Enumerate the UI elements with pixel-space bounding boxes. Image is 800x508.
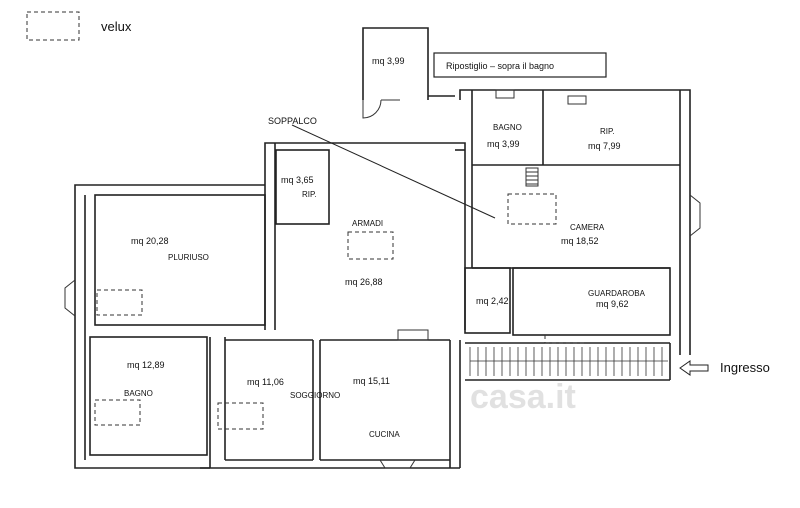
ingresso-arrow-icon — [679, 360, 709, 376]
cucina-name: CUCINA — [369, 430, 400, 439]
small-room-area: mq 2,42 — [476, 296, 509, 306]
entrance-stairs — [469, 347, 668, 376]
bagno-bottom-area: mq 12,89 — [127, 360, 165, 370]
soggiorno-name: SOGGIORNO — [290, 391, 340, 400]
rip-small-area: mq 3,65 — [281, 175, 314, 185]
camera-name: CAMERA — [570, 223, 605, 232]
soppalco-label: SOPPALCO — [268, 116, 317, 126]
pluriuso-name: PLURIUSO — [168, 253, 209, 262]
ripostiglio-note: Ripostiglio – sopra il bagno — [446, 61, 554, 71]
camera-area: mq 18,52 — [561, 236, 599, 246]
bagno-top-name: BAGNO — [493, 123, 522, 132]
guardaroba-area: mq 9,62 — [596, 299, 629, 309]
bagno-top-area: mq 3,99 — [487, 139, 520, 149]
cucina-area: mq 15,11 — [353, 376, 390, 386]
armadi-area: mq 26,88 — [345, 277, 383, 287]
soggiorno-area: mq 11,06 — [247, 377, 284, 387]
pluriuso-area: mq 20,28 — [131, 236, 169, 246]
velux-legend-symbol — [26, 11, 80, 41]
ingresso-label: Ingresso — [720, 360, 770, 375]
guardaroba-name: GUARDAROBA — [588, 289, 646, 298]
watermark: casa.it — [470, 378, 576, 416]
rip-small-name: RIP. — [302, 190, 317, 199]
walls — [74, 27, 691, 469]
velux-legend-label: velux — [101, 19, 132, 34]
windows — [64, 89, 701, 469]
rip-top-area: mq 7,99 — [588, 141, 621, 151]
armadi-name: ARMADI — [352, 219, 383, 228]
rip-top-name: RIP. — [600, 127, 615, 136]
soppalco-leader — [291, 124, 496, 219]
bagno-bottom-name: BAGNO — [124, 389, 153, 398]
camera-stairs — [525, 167, 539, 187]
ripostiglio-top-area: mq 3,99 — [372, 56, 405, 66]
ripostiglio-note-box — [433, 52, 607, 78]
velux-windows — [94, 193, 585, 430]
